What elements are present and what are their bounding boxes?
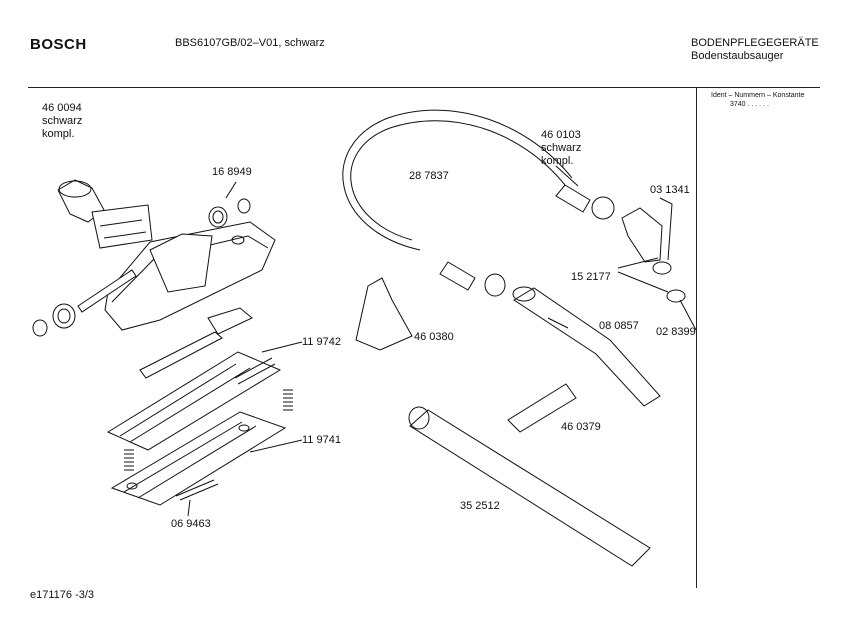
model-title: BBS6107GB/02–V01, schwarz	[175, 37, 325, 49]
ident-label: Ident – Nummern – Konstante	[711, 92, 805, 99]
roller-ring-illustration	[32, 303, 76, 337]
subcategory-title: Bodenstaubsauger	[691, 50, 784, 62]
floor-nozzle-illustration	[57, 179, 276, 331]
part-label: 15 2177	[571, 271, 611, 283]
crevice-tool-illustration	[507, 383, 577, 433]
straight-tube-illustration	[408, 406, 651, 567]
part-label: 46 0094 schwarz kompl.	[42, 102, 82, 141]
part-label: 35 2512	[460, 500, 500, 512]
diagram-code: e171176 -3/3	[30, 589, 95, 601]
part-label: 28 7837	[409, 170, 449, 182]
part-number: 46 0094	[42, 102, 82, 114]
part-label: 03 1341	[650, 184, 690, 196]
part-label: 02 8399	[656, 326, 696, 338]
upholstery-nozzle-illustration	[355, 277, 413, 351]
part-number: 46 0103	[541, 129, 581, 141]
part-label: 46 0103 schwarz kompl.	[541, 129, 581, 168]
elbow-illustration	[621, 207, 686, 303]
slider-plate-illustration	[106, 307, 282, 451]
header-divider	[28, 87, 820, 88]
part-label: 46 0379	[561, 421, 601, 433]
ident-value: 3740 . . . . . .	[730, 101, 769, 108]
part-label: 08 0857	[599, 320, 639, 332]
brand-logo: BOSCH	[30, 36, 87, 53]
part-label: 16 8949	[212, 166, 252, 178]
leader-lines	[187, 165, 697, 517]
part-label: 11 9742	[302, 336, 341, 348]
category-title: BODENPFLEGEGERÄTE	[691, 37, 819, 49]
sole-plate-illustration	[110, 411, 287, 506]
part-label: 11 9741	[302, 434, 341, 446]
part-label: 06 9463	[171, 518, 211, 530]
part-note: kompl.	[541, 155, 574, 167]
part-variant: schwarz	[541, 142, 582, 154]
sidebar-divider	[696, 88, 697, 588]
bent-tube-illustration	[512, 286, 661, 407]
part-note: kompl.	[42, 128, 75, 140]
wheel-pair-illustration	[208, 198, 251, 228]
part-label: 46 0380	[414, 331, 454, 343]
part-variant: schwarz	[42, 115, 83, 127]
springs-illustration	[124, 389, 293, 471]
hose-illustration	[342, 109, 615, 297]
